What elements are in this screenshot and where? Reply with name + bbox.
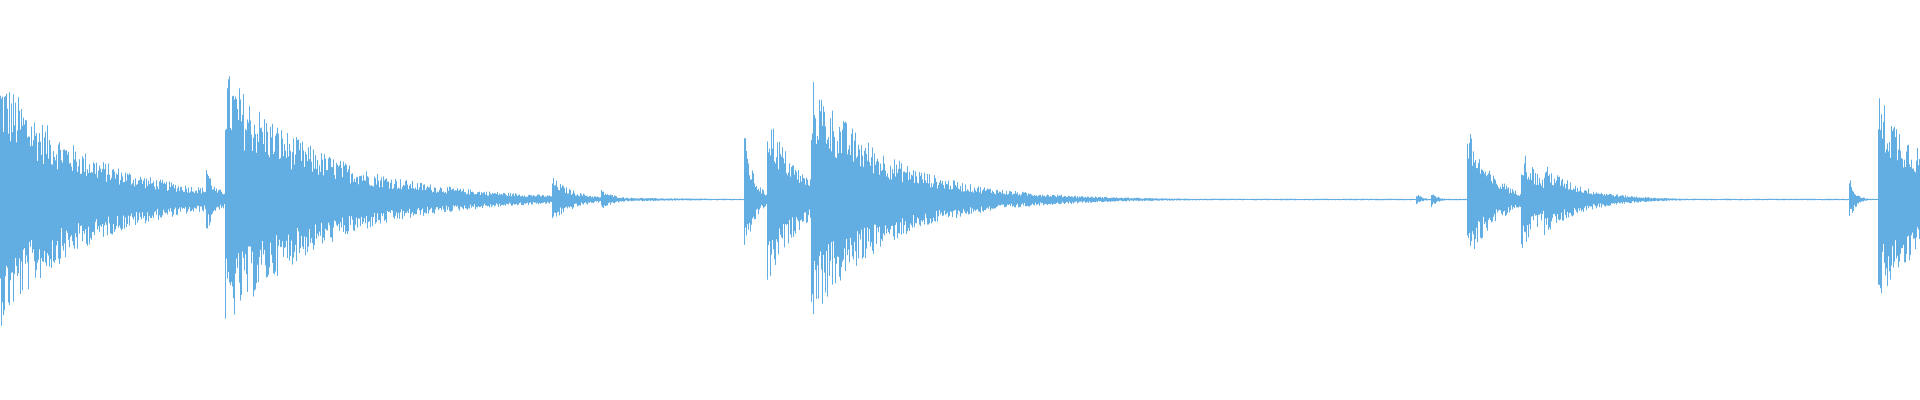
waveform-trace [0,76,1920,326]
